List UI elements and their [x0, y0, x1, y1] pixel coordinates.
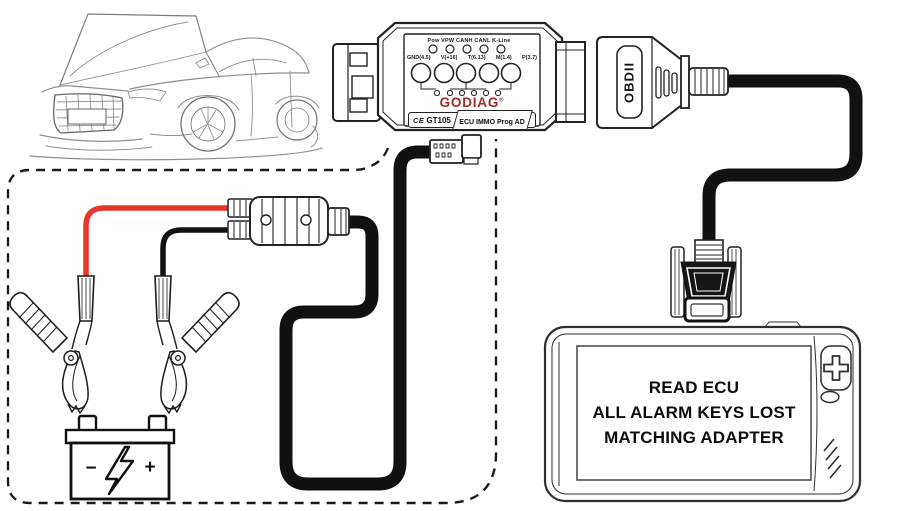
screen-line-2: ALL ALARM KEYS LOST: [592, 403, 796, 422]
model-number: GT105: [426, 115, 451, 125]
ce-mark: CE: [413, 115, 425, 125]
cable-battery-to-device: [279, 145, 434, 491]
db15-connector: [670, 239, 742, 323]
cable-obd-to-tablet: [702, 74, 863, 246]
plus-button-icon: [823, 355, 849, 381]
obdii-plug: [596, 36, 729, 129]
battery-clamp-black: [154, 275, 240, 414]
jack-labels: GND(4.5) V(+16) T(6.13) M(1.4) P(3.7): [407, 55, 537, 61]
battery-positive-label: +: [144, 457, 156, 478]
power-adapter-cylinder: [227, 196, 350, 246]
jack-label-m: M(1.4): [495, 55, 512, 61]
black-battery-wire: [160, 227, 230, 282]
product-name-box: ECU IMMO Prog AD: [452, 110, 534, 130]
jack-label-p: P(3.7): [522, 55, 537, 61]
tablet-screen: READ ECU ALL ALARM KEYS LOST MATCHING AD…: [577, 346, 811, 480]
red-battery-wire: [83, 205, 230, 282]
jack-label-v: V(+16): [440, 55, 458, 61]
registered-mark: ®: [499, 97, 505, 104]
godiag-device: [332, 21, 586, 165]
obdii-label: OBDII: [621, 61, 637, 103]
battery-clamp: [9, 275, 95, 415]
screen-line-3: MATCHING ADAPTER: [604, 428, 784, 447]
model-row: CE GT105 ECU IMMO Prog AD: [408, 110, 536, 130]
lightning-bolt-icon: [104, 445, 135, 496]
led-row-label: Pow VPW CANH CANL K-Line: [427, 38, 511, 44]
brand-logo: GODIAG®: [439, 95, 505, 110]
tablet-device: [543, 321, 862, 503]
jack-label-t: T(6.13): [467, 55, 486, 61]
jack-label-gnd: GND(4.5): [407, 55, 431, 61]
godiag-face-panel: Pow VPW CANH CANL K-Line GND(4.5) V(+16)…: [404, 34, 540, 130]
screen-line-1: READ ECU: [648, 378, 740, 397]
dashed-boundary: [6, 139, 498, 505]
car-sketch: [29, 13, 323, 161]
battery-negative-label: −: [85, 458, 97, 479]
car-battery: [64, 414, 176, 501]
